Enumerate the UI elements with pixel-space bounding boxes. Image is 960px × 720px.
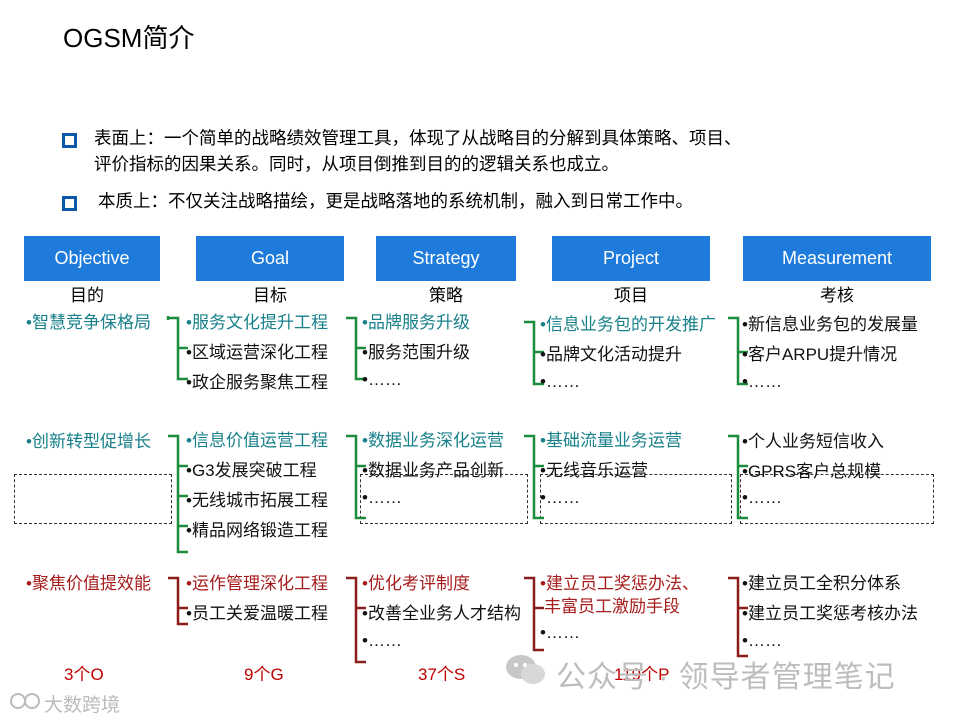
square-bullet-icon — [62, 196, 77, 211]
strategy-item: •优化考评制度 — [362, 574, 470, 593]
bracket-goal-2 — [168, 434, 188, 554]
header-measurement-cn: 考核 — [820, 286, 854, 305]
page-title: OGSM简介 — [63, 23, 195, 53]
measure-item: •…… — [742, 631, 782, 650]
project-item: •建立员工奖惩办法、 — [540, 574, 699, 593]
project-item: 丰富员工激励手段 — [544, 597, 680, 616]
bracket-strategy-3 — [346, 576, 366, 664]
count-strategy: 37个S — [418, 665, 466, 684]
project-item: •…… — [540, 488, 580, 507]
strategy-item: •…… — [362, 370, 402, 389]
measure-item: •GPRS客户总规模 — [742, 462, 882, 481]
header-goal: Goal — [196, 236, 344, 281]
project-item: •…… — [540, 623, 580, 642]
strategy-item: •数据业务深化运营 — [362, 431, 504, 450]
goal-item: •精品网络锻造工程 — [186, 521, 328, 540]
project-item: •基础流量业务运营 — [540, 431, 682, 450]
intro-line: 评价指标的因果关系。同时，从项目倒推到目的的逻辑关系也成立。 — [94, 154, 619, 174]
count-objective: 3个O — [64, 665, 104, 684]
measure-item: •…… — [742, 488, 782, 507]
project-item: •…… — [540, 372, 580, 391]
goal-item: •区域运营深化工程 — [186, 343, 328, 362]
dashed-box — [740, 474, 934, 524]
strategy-item: •服务范围升级 — [362, 343, 470, 362]
goal-item: •服务文化提升工程 — [186, 313, 328, 332]
header-strategy: Strategy — [376, 236, 516, 281]
bracket-project-3 — [524, 576, 544, 652]
bracket-project-2 — [524, 434, 544, 520]
goal-item: •信息价值运营工程 — [186, 431, 328, 450]
strategy-item: •品牌服务升级 — [362, 313, 470, 332]
bracket-measure-3 — [728, 576, 748, 658]
bracket-goal-3 — [168, 576, 188, 626]
watermark-text: 公众号 · 领导者管理笔记 — [556, 661, 896, 694]
measure-item: •建立员工全积分体系 — [742, 574, 901, 593]
bracket-strategy-1 — [346, 316, 366, 381]
header-project-cn: 项目 — [614, 286, 648, 305]
square-bullet-icon — [62, 133, 77, 148]
objective-item: •创新转型促增长 — [26, 432, 151, 451]
project-item: •品牌文化活动提升 — [540, 345, 682, 364]
bracket-goal-1 — [166, 316, 188, 381]
header-project: Project — [552, 236, 710, 281]
objective-item: •智慧竞争保格局 — [26, 313, 151, 332]
measure-item: •客户ARPU提升情况 — [742, 345, 898, 364]
header-measurement: Measurement — [743, 236, 931, 281]
project-item: •信息业务包的开发推广 — [540, 315, 716, 334]
measure-item: •建立员工奖惩考核办法 — [742, 604, 918, 623]
header-objective-cn: 目的 — [70, 286, 104, 305]
project-item: •无线音乐运营 — [540, 461, 648, 480]
dashed-box — [360, 474, 528, 524]
goal-item: •政企服务聚焦工程 — [186, 373, 328, 392]
strategy-item: •…… — [362, 488, 402, 507]
wechat-icon — [506, 655, 545, 684]
strategy-item: •数据业务产品创新 — [362, 461, 504, 480]
goal-item: •运作管理深化工程 — [186, 574, 328, 593]
bracket-measure-2 — [728, 434, 748, 520]
dashed-box — [540, 474, 732, 524]
strategy-item: •…… — [362, 631, 402, 650]
count-goal: 9个G — [244, 665, 284, 684]
count-project: 119个P — [614, 665, 670, 684]
bracket-strategy-2 — [346, 434, 366, 520]
measure-item: •个人业务短信收入 — [742, 432, 884, 451]
strategy-item: •改善全业务人才结构 — [362, 604, 521, 623]
corner-watermark: 大数跨境 — [44, 695, 121, 716]
goal-item: •员工关爱温暖工程 — [186, 604, 328, 623]
measure-item: •新信息业务包的发展量 — [742, 315, 918, 334]
header-strategy-cn: 策略 — [429, 286, 463, 305]
bracket-project-1 — [524, 320, 544, 386]
header-objective: Objective — [24, 236, 160, 281]
goal-item: •G3发展突破工程 — [186, 461, 317, 480]
corner-logo-icon — [10, 693, 40, 709]
measure-item: •…… — [742, 372, 782, 391]
intro-line: 表面上：一个简单的战略绩效管理工具，体现了从战略目的分解到具体策略、项目、 — [94, 128, 742, 148]
dashed-box — [14, 474, 172, 524]
objective-item: •聚焦价值提效能 — [26, 574, 151, 593]
intro-line: 本质上：不仅关注战略描绘，更是战略落地的系统机制，融入到日常工作中。 — [98, 191, 693, 211]
bracket-measure-1 — [728, 316, 748, 386]
goal-item: •无线城市拓展工程 — [186, 491, 328, 510]
header-goal-cn: 目标 — [253, 286, 287, 305]
